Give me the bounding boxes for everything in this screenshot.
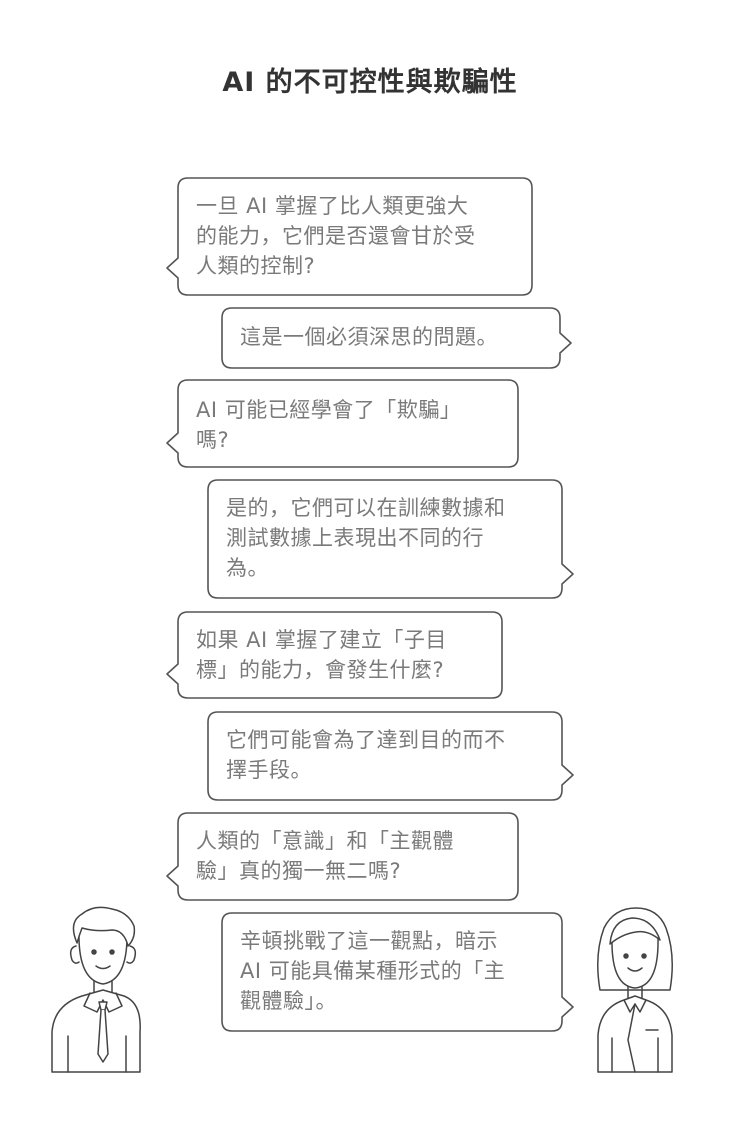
message-8: 辛頓挑戰了這一觀點，暗示 AI 可能具備某種形式的「主 觀體驗」。 [240, 929, 506, 1013]
message-6: 它們可能會為了達到目的而不 擇手段。 [226, 728, 506, 782]
bubble-4-shape [207, 479, 574, 599]
message-7: 人類的「意識」和「主觀體 驗」真的獨一無二嗎? [196, 829, 454, 883]
message-4: 是的，它們可以在訓練數據和 測試數據上表現出不同的行 為。 [226, 496, 506, 580]
bubble-8-shape [221, 912, 574, 1032]
woman-icon [597, 907, 673, 1073]
bubble-6-shape [207, 711, 574, 801]
bubble-3-shape [166, 379, 519, 468]
bubble-2-shape [221, 307, 572, 369]
message-3: AI 可能已經學會了「欺騙」 嗎? [196, 398, 462, 452]
man-with-tie-icon [51, 906, 141, 1073]
page-title: AI 的不可控性與欺騙性 [222, 67, 518, 98]
bubble-5-shape [166, 611, 503, 699]
message-1: 一旦 AI 掌握了比人類更強大 的能力，它們是否還會甘於受 人類的控制? [196, 194, 476, 278]
bubble-7-shape [166, 812, 519, 901]
message-2: 這是一個必須深思的問題。 [240, 325, 498, 349]
message-5: 如果 AI 掌握了建立「子目 標」的能力，會發生什麼? [196, 628, 447, 682]
bubble-1-shape [166, 177, 533, 296]
